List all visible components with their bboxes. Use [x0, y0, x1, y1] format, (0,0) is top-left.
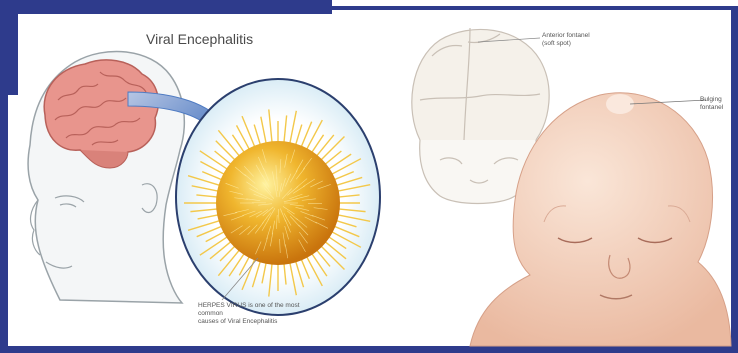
virus-caption: HERPES VIRUS is one of the most common c… — [198, 302, 318, 326]
fontanel-label: Anterior fontanel (soft spot) — [542, 32, 632, 48]
virus-core — [216, 141, 340, 265]
bulging-label: Bulging fontanel — [700, 96, 730, 112]
illustration-title: Viral Encephalitis — [146, 31, 253, 47]
